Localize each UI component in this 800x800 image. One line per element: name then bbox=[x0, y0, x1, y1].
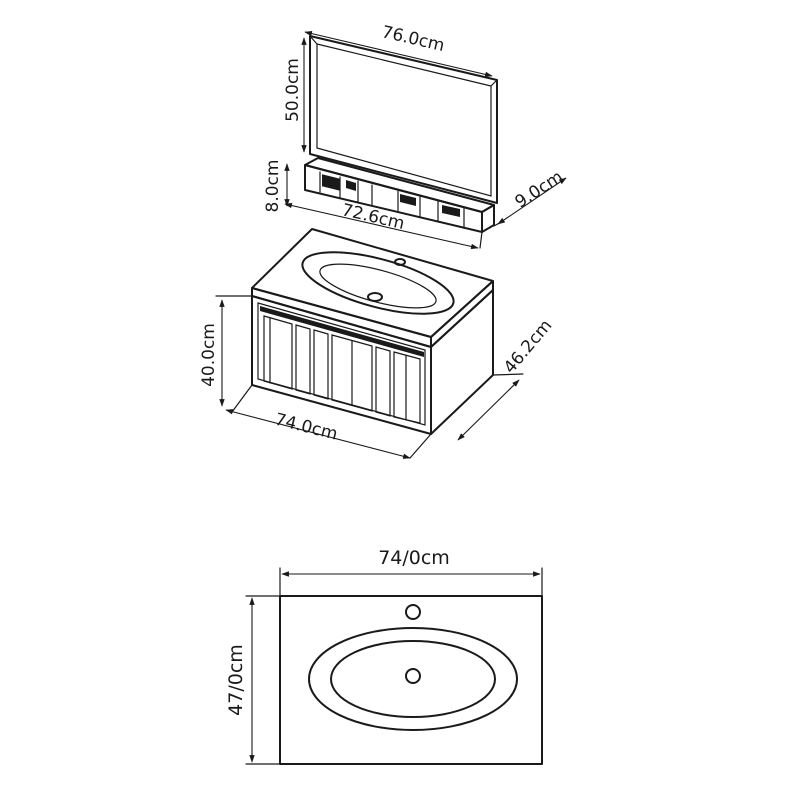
basin-top-view bbox=[279, 595, 543, 765]
cabinet-height-dimension bbox=[215, 295, 253, 407]
cabinet-width-label: 74.0cm bbox=[273, 410, 340, 445]
basin-width-dimension bbox=[279, 567, 543, 597]
mirror-height-label: 50.0cm bbox=[283, 58, 303, 122]
mirror-width-dimension bbox=[304, 30, 493, 78]
shelf-depth-dimension bbox=[493, 177, 567, 227]
cabinet-width-dimension bbox=[225, 384, 432, 459]
cabinet-depth-dimension bbox=[457, 373, 524, 441]
shelf-depth-label: 9.0cm bbox=[512, 167, 567, 213]
cabinet-depth-label: 46.2cm bbox=[500, 316, 556, 378]
cabinet-height-label: 40.0cm bbox=[199, 323, 219, 387]
basin-width-label: 74/0cm bbox=[378, 547, 450, 569]
cabinet bbox=[251, 228, 494, 435]
shelf-height-label: 8.0cm bbox=[263, 160, 283, 213]
basin-depth-dimension bbox=[245, 595, 281, 765]
basin-depth-label: 47/0cm bbox=[225, 644, 247, 716]
mirror-width-label: 76.0cm bbox=[380, 22, 447, 56]
mirror bbox=[309, 35, 498, 204]
shelf-width-dimension bbox=[284, 202, 483, 250]
